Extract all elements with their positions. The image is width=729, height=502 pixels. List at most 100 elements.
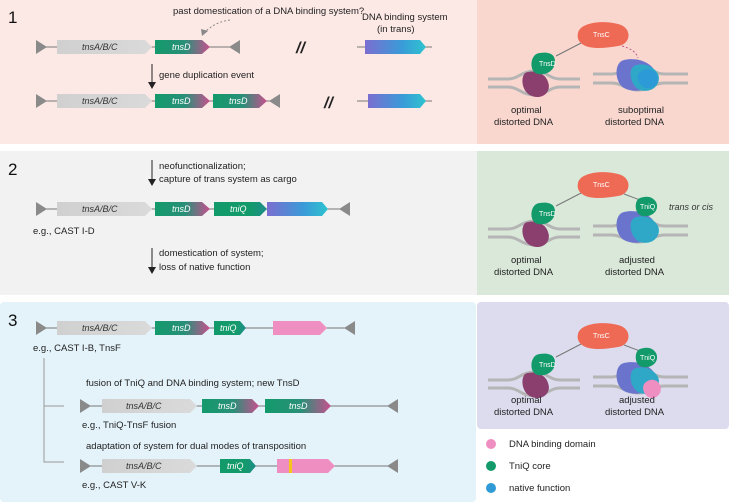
p3-left-caption-2: distorted DNA — [494, 407, 554, 418]
p1-left-caption-1: optimal — [511, 105, 542, 116]
p1-row2-gene-tnsd-1 — [155, 94, 210, 108]
p3-adapt-title: adaptation of system for dual modes of t… — [86, 441, 306, 452]
p2-mode-label: trans or cis — [669, 202, 714, 212]
p2-right-dna-complex — [593, 196, 688, 244]
p3-tnsc-link-right — [623, 344, 641, 352]
p2-left-dna-complex — [488, 202, 580, 248]
p1-row1-trans-gene — [365, 40, 426, 54]
p2-tnsd-protein-label: TnsD — [539, 211, 556, 218]
p2-step1-line-1: neofunctionalization; — [159, 161, 246, 172]
p1-row1-tnsd-label: tnsD — [172, 42, 191, 52]
p3-top-tniq-label: tniQ — [220, 323, 237, 333]
p3-left-caption-1: optimal — [511, 395, 542, 406]
question-arrowhead — [201, 29, 208, 36]
legend-swatch-dna-binding — [486, 439, 496, 449]
p3-adapt-mutation-mark — [289, 459, 292, 473]
p2-right-end — [339, 202, 350, 216]
p3-right-caption-1: adjusted — [619, 395, 655, 406]
p3-fusion-gene-tnsd-1 — [202, 399, 259, 413]
legend-swatch-tniq-core — [486, 461, 496, 471]
p1-row2-gene-tnsd-2 — [213, 94, 267, 108]
p3-adapt-left-end — [80, 459, 91, 473]
p2-gene-tniq — [214, 202, 267, 216]
p2-step2-line-1: domestication of system; — [159, 248, 264, 259]
p3-top-left-end — [36, 321, 47, 335]
p3-adapt-tnsabc-label: tnsA/B/C — [126, 461, 162, 471]
panel-3-number: 3 — [8, 311, 17, 330]
p2-gene-trans-cargo — [267, 202, 328, 216]
p2-tniq-protein-label: TniQ — [640, 204, 656, 211]
p3-tnsc-label: TnsC — [593, 333, 610, 340]
p2-gene-tnsd — [155, 202, 210, 216]
legend-label-dna-binding: DNA binding domain — [509, 439, 596, 450]
p3-top-gene-tniq — [214, 321, 246, 335]
p2-tnsc-label: TnsC — [593, 182, 610, 189]
p2-step1-line-2: capture of trans system as cargo — [159, 174, 297, 185]
p3-top-tnsabc-label: tnsA/B/C — [82, 323, 118, 333]
p3-tnsc-shape — [577, 323, 629, 349]
p3-adapt-right-end — [387, 459, 398, 473]
p1-tnsc-label: TnsC — [593, 32, 610, 39]
p2-left-caption-2: distorted DNA — [494, 267, 554, 278]
p2-tnsc-shape — [577, 172, 629, 198]
p1-event-arrowhead — [148, 82, 156, 89]
p3-right-dna-complex — [593, 347, 688, 398]
p1-dashed-link — [621, 45, 639, 59]
p3-fusion-tnsd-2-label: tnsD — [289, 401, 308, 411]
p3-tree-connector — [43, 358, 64, 463]
p3-fusion-right-end — [387, 399, 398, 413]
p2-tnsc-link-right — [623, 193, 641, 201]
p3-left-dna-complex — [488, 353, 580, 399]
panel-1-number: 1 — [8, 8, 17, 27]
p3-fusion-tnsabc-label: tnsA/B/C — [126, 401, 162, 411]
legend-label-tniq-core: TniQ core — [509, 461, 551, 472]
p1-row1-gene-tnsd — [155, 40, 210, 54]
p3-fusion-example: e.g., TniQ-TnsF fusion — [82, 420, 176, 431]
p3-top-gene-tnsabc — [57, 321, 152, 335]
p2-left-caption-1: optimal — [511, 255, 542, 266]
p1-row1-gene-tnsabc — [57, 40, 152, 54]
p2-tniq-label: tniQ — [230, 204, 247, 214]
p2-right-caption-2: distorted DNA — [605, 267, 665, 278]
p1-row1-right-end — [229, 40, 240, 54]
p1-row2-trans-gene — [368, 94, 426, 108]
p3-adapt-gene-tniq — [220, 459, 256, 473]
p3-top-example: e.g., CAST I-B, TnsF — [33, 343, 121, 354]
legend-swatch-native-function — [486, 483, 496, 493]
p1-tnsd-label: TnsD — [539, 61, 556, 68]
panel-1-question: past domestication of a DNA binding syst… — [173, 6, 364, 17]
p2-gene-tnsabc — [57, 202, 152, 216]
p3-fusion-left-end — [80, 399, 91, 413]
p3-fusion-title: fusion of TniQ and DNA binding system; n… — [86, 378, 300, 389]
p3-adapt-example: e.g., CAST V-K — [82, 480, 147, 491]
legend: DNA binding domain TniQ core native func… — [486, 439, 596, 494]
p3-adapt-gene-tnsabc — [102, 459, 197, 473]
p1-left-dna-complex — [488, 52, 580, 98]
p2-step1-arrowhead — [148, 179, 156, 186]
p1-row2-tnsd-1-label: tnsD — [172, 96, 191, 106]
p3-fusion-gene-tnsabc — [102, 399, 197, 413]
p1-right-caption-1: suboptimal — [618, 105, 664, 116]
p1-trans-label-2: (in trans) — [377, 24, 414, 35]
p2-right-caption-1: adjusted — [619, 255, 655, 266]
p3-adapt-tniq-label: tniQ — [227, 461, 244, 471]
p3-tnsd-protein-label: TnsD — [539, 362, 556, 369]
p1-tnsc-link — [555, 40, 586, 57]
p2-example: e.g., CAST I-D — [33, 226, 95, 237]
p3-top-gene-tnsd — [155, 321, 210, 335]
p1-tnsc-shape — [577, 22, 629, 48]
p2-tnsabc-label: tnsA/B/C — [82, 204, 118, 214]
p3-fusion-gene-tnsd-2 — [265, 399, 331, 413]
p1-row2-tnsd-2-label: tnsD — [229, 96, 248, 106]
p1-row1-tnsabc-label: tnsA/B/C — [82, 42, 118, 52]
panel-2-number: 2 — [8, 160, 17, 179]
p3-fusion-tnsd-1-label: tnsD — [218, 401, 237, 411]
p1-row2-left-end — [36, 94, 47, 108]
question-dashed-arrow — [204, 19, 231, 33]
p3-top-right-end — [344, 321, 355, 335]
p3-tnsc-link-left — [555, 341, 586, 358]
p3-tniq-protein-label: TniQ — [640, 355, 656, 362]
p2-step2-line-2: loss of native function — [159, 262, 250, 273]
p1-trans-label-1: DNA binding system — [362, 12, 448, 23]
